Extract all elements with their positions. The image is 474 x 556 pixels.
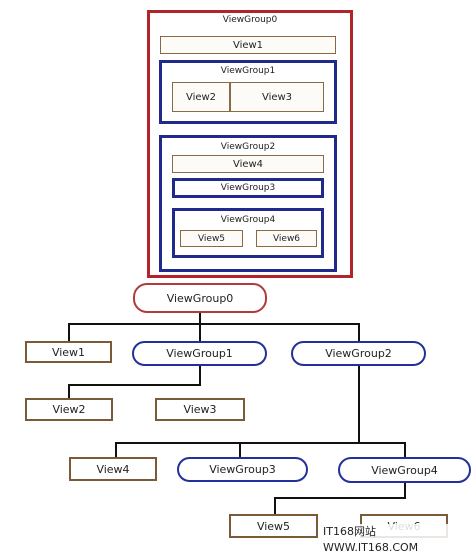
tree-node-view5: View5 bbox=[229, 514, 318, 538]
tree-node-view4: View4 bbox=[69, 457, 157, 481]
viewgroup2-container bbox=[159, 135, 337, 272]
tree-node-view3: View3 bbox=[155, 398, 245, 421]
tree-connector bbox=[404, 442, 406, 458]
tree-node-view1: View1 bbox=[25, 341, 112, 363]
viewgroup0-container bbox=[147, 10, 353, 278]
tree-node-viewgroup4: ViewGroup4 bbox=[338, 457, 471, 483]
tree-connector bbox=[68, 384, 70, 399]
view6-box: View6 bbox=[256, 230, 317, 247]
tree-connector bbox=[274, 497, 406, 499]
watermark-text: IT168网站 WWW.IT168.COM bbox=[321, 524, 474, 554]
tree-node-viewgroup0: ViewGroup0 bbox=[133, 283, 267, 313]
viewgroup4-caption: ViewGroup4 bbox=[220, 215, 276, 225]
view2-box: View2 bbox=[172, 82, 230, 112]
tree-connector bbox=[199, 365, 201, 385]
view4-box: View4 bbox=[172, 155, 324, 173]
tree-connector bbox=[404, 483, 406, 498]
tree-connector bbox=[68, 384, 201, 386]
tree-connector bbox=[199, 312, 201, 324]
tree-connector bbox=[68, 323, 70, 341]
tree-connector bbox=[274, 497, 276, 514]
tree-connector bbox=[199, 323, 201, 341]
tree-node-view2: View2 bbox=[25, 398, 113, 421]
viewgroup1-caption: ViewGroup1 bbox=[220, 66, 276, 76]
tree-connector bbox=[68, 323, 359, 325]
tree-node-viewgroup3: ViewGroup3 bbox=[177, 457, 308, 482]
viewgroup3-box: ViewGroup3 bbox=[172, 178, 324, 198]
tree-connector bbox=[358, 323, 360, 341]
viewgroup4-container bbox=[172, 208, 324, 258]
viewgroup0-caption: ViewGroup0 bbox=[222, 15, 278, 25]
tree-connector bbox=[115, 442, 405, 444]
tree-connector bbox=[115, 442, 117, 458]
view5-box: View5 bbox=[180, 230, 243, 247]
tree-node-viewgroup2: ViewGroup2 bbox=[291, 341, 426, 366]
tree-node-viewgroup1: ViewGroup1 bbox=[132, 341, 267, 366]
viewgroup1-container bbox=[159, 60, 337, 124]
tree-connector bbox=[358, 365, 360, 443]
viewgroup2-caption: ViewGroup2 bbox=[220, 142, 276, 152]
view1-box: View1 bbox=[160, 36, 336, 54]
tree-connector bbox=[239, 442, 241, 458]
view3-box: View3 bbox=[230, 82, 324, 112]
